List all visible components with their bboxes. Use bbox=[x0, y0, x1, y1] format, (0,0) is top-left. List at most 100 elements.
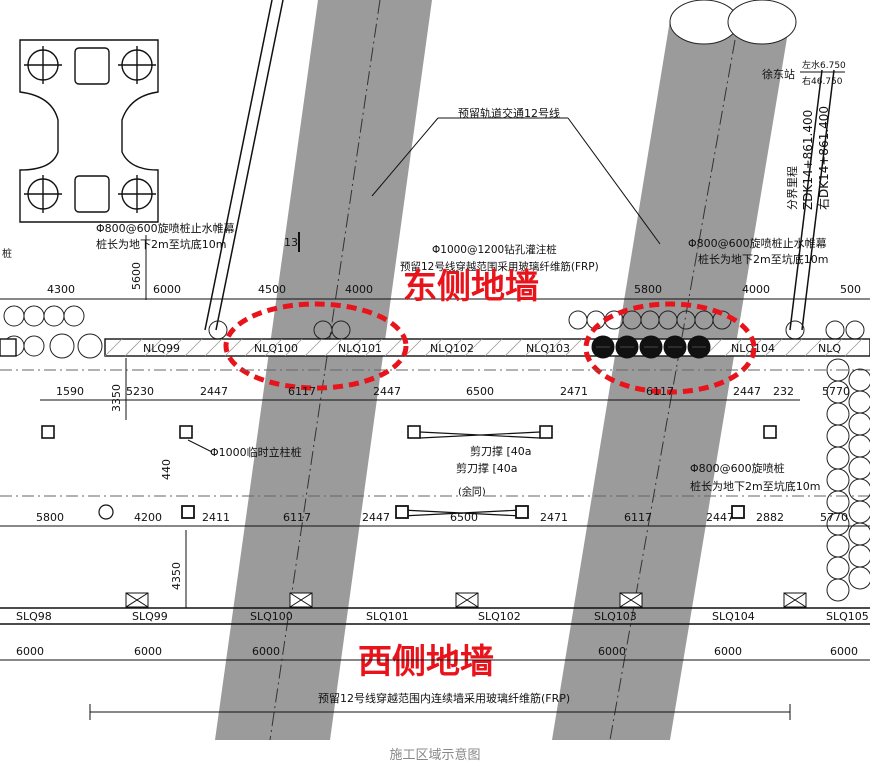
row3-dim-4: 2447 bbox=[362, 511, 390, 524]
nlq-6: NLQ bbox=[818, 342, 841, 355]
slq-2: SLQ100 bbox=[250, 610, 293, 623]
pile-left-label: 桩 bbox=[2, 247, 12, 260]
slq-0: SLQ98 bbox=[16, 610, 52, 623]
slq-wall-strip bbox=[0, 592, 870, 625]
station-line-1 bbox=[204, 0, 273, 331]
line12-label: 预留轨道交通12号线 bbox=[458, 106, 560, 120]
brace-label-3: (余同) bbox=[458, 485, 486, 498]
nlq-3: NLQ102 bbox=[430, 342, 474, 355]
station-line-4 bbox=[801, 69, 835, 331]
scissor-braces bbox=[401, 431, 541, 517]
tunnel-band-east bbox=[552, 20, 790, 740]
slq-1: SLQ99 bbox=[132, 610, 168, 623]
top-dim-0: 4300 bbox=[47, 283, 75, 296]
station-right: 右46.750 bbox=[802, 75, 843, 87]
nlq-0: NLQ99 bbox=[143, 342, 180, 355]
east-wall-zone-1 bbox=[223, 301, 409, 391]
row2-dim-7: 6117 bbox=[646, 385, 674, 398]
nlq-4: NLQ103 bbox=[526, 342, 570, 355]
row3-dim-7: 6117 bbox=[624, 511, 652, 524]
bottom-dim-0: 6000 bbox=[16, 645, 44, 658]
right-lower-note-2: 桩长为地下2m至坑底10m bbox=[690, 479, 820, 493]
title-east: 东侧地墙 bbox=[403, 267, 539, 307]
vdim-2: 3350 bbox=[110, 384, 123, 412]
vdim-4: 440 bbox=[160, 459, 173, 480]
top-dim-4: 5800 bbox=[634, 283, 662, 296]
right-pile-note-1: Φ800@600旋喷桩止水帷幕 bbox=[688, 236, 827, 250]
bottom-note: 预留12号线穿越范围内连续墙采用玻璃纤维筋(FRP) bbox=[318, 691, 570, 705]
row3-dim-9: 2882 bbox=[756, 511, 784, 524]
tunnel-end-cap-2 bbox=[727, 0, 797, 45]
bottom-dim-1: 6000 bbox=[134, 645, 162, 658]
slq-4: SLQ102 bbox=[478, 610, 521, 623]
slq-3: SLQ101 bbox=[366, 610, 409, 623]
temp-column-leader bbox=[187, 439, 213, 453]
mark-13: 13 bbox=[284, 236, 298, 249]
row2-dim-2: 2447 bbox=[200, 385, 228, 398]
jet-grout-piles-right bbox=[826, 358, 870, 602]
row2-dim-4: 2447 bbox=[373, 385, 401, 398]
slq-5: SLQ103 bbox=[594, 610, 637, 623]
top-dim-2: 4500 bbox=[258, 283, 286, 296]
line12-leader-west bbox=[371, 117, 439, 197]
bottom-dim-2: 6000 bbox=[252, 645, 280, 658]
left-pile-note-1: Φ800@600旋喷桩止水帷幕 bbox=[96, 221, 235, 235]
row3-dim-0: 5800 bbox=[36, 511, 64, 524]
row2-dim-5: 6500 bbox=[466, 385, 494, 398]
tunnel-band-west bbox=[215, 0, 432, 740]
hatched-pile bbox=[98, 504, 114, 520]
row2-dim-9: 232 bbox=[773, 385, 794, 398]
station-label: 徐东站 bbox=[762, 67, 795, 81]
row3-dim-10: 5770 bbox=[820, 511, 848, 524]
row3-dim-3: 6117 bbox=[283, 511, 311, 524]
column-piles-row2 bbox=[41, 425, 777, 439]
slq-6: SLQ104 bbox=[712, 610, 755, 623]
bottom-dim-5: 6000 bbox=[830, 645, 858, 658]
temp-column-label: Φ1000临时立柱桩 bbox=[210, 445, 302, 459]
east-wall-zone-2 bbox=[583, 301, 757, 395]
right-lower-note-1: Φ800@600旋喷桩 bbox=[690, 461, 785, 475]
row2-dim-1: 5230 bbox=[126, 385, 154, 398]
line12-leader-east bbox=[567, 117, 661, 245]
row3-dim-2: 2411 bbox=[202, 511, 230, 524]
mileage-2: 右DK14+861.400 bbox=[816, 106, 831, 210]
row3-dim-1: 4200 bbox=[134, 511, 162, 524]
center-pile-note-2: 预留12号线穿越范围采用玻璃纤维筋(FRP) bbox=[400, 260, 599, 273]
vdim-3: 4350 bbox=[170, 562, 183, 590]
pile-section-symbol bbox=[19, 39, 159, 223]
slq-7: SLQ105 bbox=[826, 610, 869, 623]
row2-dim-3: 6117 bbox=[288, 385, 316, 398]
brace-label-1: 剪刀撑 [40a bbox=[470, 444, 532, 458]
cad-drawing: 预留轨道交通12号线 徐东站 左水6.750 右46.750 ZDK14+861… bbox=[0, 0, 870, 740]
column-piles-row3 bbox=[181, 505, 745, 519]
brace-label-2: 剪刀撑 [40a bbox=[456, 461, 518, 475]
mileage-1: ZDK14+861.400 bbox=[801, 110, 815, 210]
figure-caption: 施工区域示意图 bbox=[389, 748, 481, 763]
row2-dim-6: 2471 bbox=[560, 385, 588, 398]
right-pile-note-2: 桩长为地下2m至坑底10m bbox=[698, 252, 828, 266]
nlq-2: NLQ101 bbox=[338, 342, 382, 355]
left-pile-note-2: 桩长为地下2m至坑底10m bbox=[96, 237, 226, 251]
mileage-note: 分界里程 bbox=[786, 166, 799, 210]
row3-dim-6: 2471 bbox=[540, 511, 568, 524]
station-line-3 bbox=[789, 69, 823, 331]
center-pile-note-1: Φ1000@1200钻孔灌注桩 bbox=[432, 243, 557, 256]
row2-dim-8: 2447 bbox=[733, 385, 761, 398]
title-west: 西侧地墙 bbox=[358, 642, 494, 682]
row2-dim-10: 5770 bbox=[822, 385, 850, 398]
tunnel-centerline-west bbox=[269, 0, 381, 740]
top-dim-5: 4000 bbox=[742, 283, 770, 296]
station-line-2 bbox=[215, 0, 284, 331]
bottom-dim-4: 6000 bbox=[714, 645, 742, 658]
top-dim-6: 500 bbox=[840, 283, 861, 296]
jet-grout-piles-top bbox=[3, 305, 865, 359]
row2-dim-0: 1590 bbox=[56, 385, 84, 398]
top-dim-1: 6000 bbox=[153, 283, 181, 296]
vdim-1: 5600 bbox=[130, 262, 143, 290]
bottom-dim-3: 6000 bbox=[598, 645, 626, 658]
row3-dim-8: 2447 bbox=[706, 511, 734, 524]
nlq-1: NLQ100 bbox=[254, 342, 298, 355]
row3-dim-5: 6500 bbox=[450, 511, 478, 524]
station-left: 左水6.750 bbox=[802, 59, 846, 71]
